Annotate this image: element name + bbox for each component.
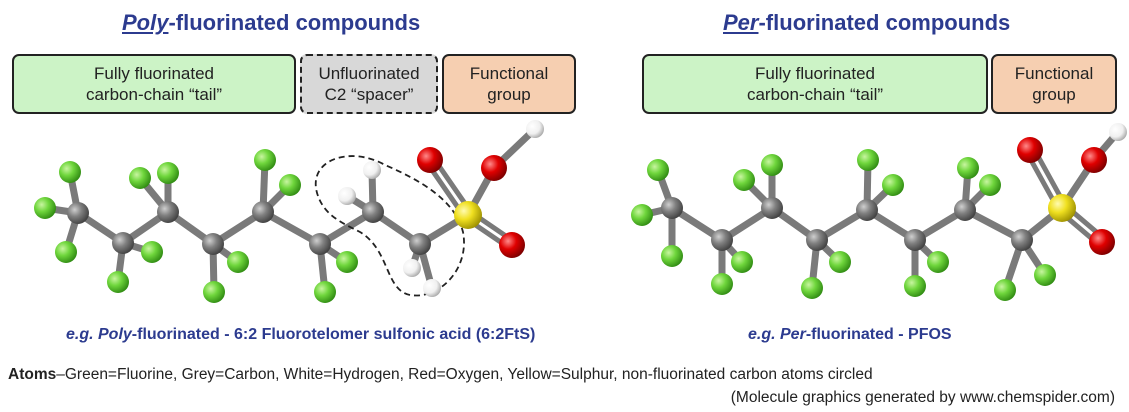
poly-tail-line2: carbon-chain “tail”: [85, 85, 223, 104]
per-oxygen-atom: [1017, 137, 1043, 163]
poly-spacer-box: Unfluorinated C2 “spacer”: [300, 54, 438, 114]
per-fluorine-atom: [904, 275, 926, 297]
poly-fluorine-atom: [34, 197, 56, 219]
poly-title-suffix: -fluorinated compounds: [168, 10, 421, 35]
per-title-suffix: -fluorinated compounds: [758, 10, 1011, 35]
per-atoms: [631, 123, 1127, 301]
poly-title: Poly-fluorinated compounds: [122, 10, 420, 36]
per-tail-box: Fully fluorinated carbon-chain “tail”: [642, 54, 988, 114]
poly-fluorine-atom: [336, 251, 358, 273]
per-group-box: Functional group: [991, 54, 1117, 114]
per-fluorine-atom: [829, 251, 851, 273]
per-fluorine-atom: [979, 174, 1001, 196]
per-group-line1: Functional: [1014, 64, 1094, 83]
poly-oxygen-atom: [499, 232, 525, 258]
per-oxygen-atom: [1081, 147, 1107, 173]
poly-carbon-atom: [112, 232, 134, 254]
poly-fluorine-atom: [55, 241, 77, 263]
per-carbon-atom: [661, 197, 683, 219]
poly-caption-suffix: -fluorinated - 6:2 Fluorotelomer sulfoni…: [131, 326, 536, 343]
per-hydrogen-atom: [1109, 123, 1127, 141]
poly-fluorine-atom: [141, 241, 163, 263]
per-carbon-atom: [954, 199, 976, 221]
legend-text: –Green=Fluorine, Grey=Carbon, White=Hydr…: [56, 366, 873, 383]
poly-caption-prefix: e.g. Poly: [66, 326, 132, 343]
poly-fluorine-atom: [59, 161, 81, 183]
per-fluorine-atom: [661, 245, 683, 267]
poly-spacer-line1: Unfluorinated: [318, 64, 420, 83]
poly-carbon-atom: [409, 233, 431, 255]
per-fluorine-atom: [1034, 264, 1056, 286]
per-fluorine-atom: [711, 273, 733, 295]
per-fluorine-atom: [994, 279, 1016, 301]
poly-fluorine-atom: [129, 167, 151, 189]
per-fluorine-atom: [801, 277, 823, 299]
poly-fluorine-atom: [157, 162, 179, 184]
per-caption-suffix: -fluorinated - PFOS: [805, 326, 952, 343]
per-fluorine-atom: [647, 159, 669, 181]
poly-hydrogen-atom: [338, 187, 356, 205]
per-sulphur-atom: [1048, 194, 1076, 222]
poly-atoms: [34, 120, 544, 303]
atom-legend: Atoms–Green=Fluorine, Grey=Carbon, White…: [8, 366, 873, 384]
poly-fluorine-atom: [279, 174, 301, 196]
per-fluorine-atom: [631, 204, 653, 226]
per-fluorine-atom: [733, 169, 755, 191]
spacer-dashed-outline: [315, 155, 465, 297]
poly-fluorine-atom: [107, 271, 129, 293]
poly-hydrogen-atom: [403, 259, 421, 277]
per-carbon-atom: [1011, 229, 1033, 251]
poly-carbon-atom: [202, 233, 224, 255]
credit-note: (Molecule graphics generated by www.chem…: [730, 389, 1115, 406]
per-carbon-atom: [711, 229, 733, 251]
per-caption: e.g. Per-fluorinated - PFOS: [748, 326, 952, 344]
per-fluorine-atom: [857, 149, 879, 171]
per-tail-line1: Fully fluorinated: [754, 64, 875, 83]
poly-hydrogen-atom: [363, 161, 381, 179]
poly-oxygen-atom: [481, 155, 507, 181]
per-fluorine-atom: [761, 154, 783, 176]
per-tail-line2: carbon-chain “tail”: [746, 85, 884, 104]
per-fluorine-atom: [957, 157, 979, 179]
poly-fluorine-atom: [254, 149, 276, 171]
poly-title-prefix: Poly: [122, 10, 169, 35]
per-group-line2: group: [1032, 85, 1076, 104]
poly-fluorine-atom: [314, 281, 336, 303]
poly-hydrogen-atom: [526, 120, 544, 138]
poly-sulphur-atom: [454, 201, 482, 229]
poly-fluorine-atom: [227, 251, 249, 273]
per-carbon-atom: [761, 197, 783, 219]
per-title: Per-fluorinated compounds: [723, 10, 1010, 36]
poly-group-line1: Functional: [469, 64, 549, 83]
per-carbon-atom: [856, 199, 878, 221]
poly-carbon-atom: [252, 201, 274, 223]
poly-carbon-atom: [362, 201, 384, 223]
per-caption-prefix: e.g. Per: [748, 326, 806, 343]
poly-carbon-atom: [309, 233, 331, 255]
per-fluorine-atom: [882, 174, 904, 196]
poly-group-line2: group: [487, 85, 531, 104]
poly-fluorine-atom: [203, 281, 225, 303]
per-carbon-atom: [904, 229, 926, 251]
per-fluorine-atom: [927, 251, 949, 273]
poly-carbon-atom: [157, 201, 179, 223]
legend-label: Atoms: [8, 366, 57, 383]
poly-tail-box: Fully fluorinated carbon-chain “tail”: [12, 54, 296, 114]
poly-tail-line1: Fully fluorinated: [93, 64, 214, 83]
poly-spacer-line2: C2 “spacer”: [324, 85, 414, 104]
per-title-prefix: Per: [723, 10, 759, 35]
per-oxygen-atom: [1089, 229, 1115, 255]
per-fluorine-atom: [731, 251, 753, 273]
poly-carbon-atom: [67, 202, 89, 224]
poly-oxygen-atom: [417, 147, 443, 173]
poly-hydrogen-atom: [423, 279, 441, 297]
poly-caption: e.g. Poly-fluorinated - 6:2 Fluorotelome…: [66, 326, 535, 344]
poly-group-box: Functional group: [442, 54, 576, 114]
per-carbon-atom: [806, 229, 828, 251]
